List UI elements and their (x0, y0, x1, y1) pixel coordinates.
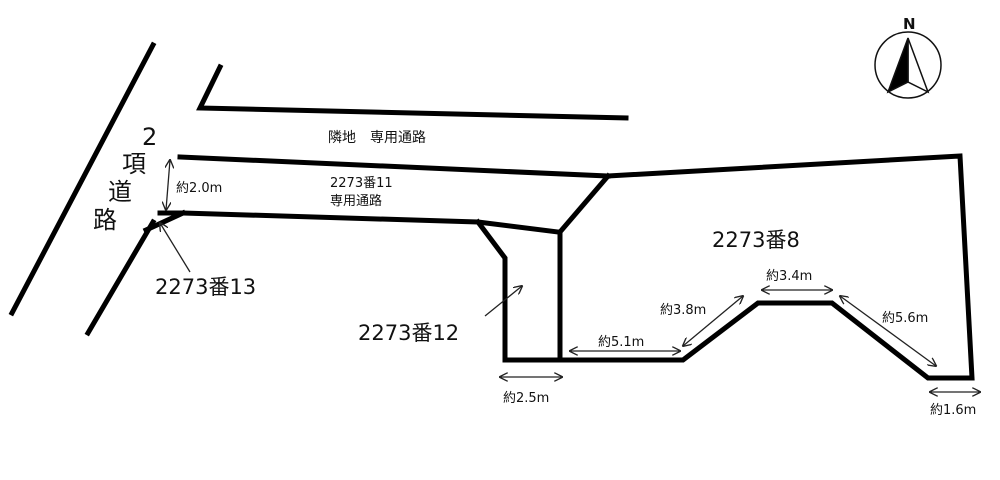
adjacent-path-label: 隣地 専用通路 (328, 130, 426, 146)
lot-12-pointer-arrow (484, 286, 522, 317)
adjacent-path-boundary (196, 63, 629, 121)
dim-1-6-label: 約1.6m (930, 403, 976, 418)
lot-13-pointer-arrow (160, 223, 191, 273)
road-edge-right (84, 218, 157, 337)
north-label: N (903, 15, 916, 33)
lot-8-label: 2273番8 (712, 228, 800, 252)
dim-2-0-arrow (166, 160, 170, 210)
road-edge-left (8, 41, 157, 317)
dim-3-8-label: 約3.8m (660, 303, 706, 318)
north-compass-icon: N (874, 15, 942, 99)
lot-12-label: 2273番12 (358, 321, 459, 345)
road-label-2: 項 (122, 150, 146, 178)
road-label-4: 路 (93, 206, 117, 234)
lot-11-upper-boundary (177, 154, 611, 179)
lot-11-label-line2: 専用通路 (330, 193, 382, 209)
lot-8-diagonal-boundary (556, 172, 612, 236)
dim-5-6-label: 約5.6m (882, 311, 928, 326)
dim-5-1-label: 約5.1m (598, 335, 644, 350)
lot-11-lower-boundary (157, 210, 561, 235)
lot-11-label-line1: 2273番11 (330, 176, 393, 191)
road-label-3: 道 (108, 178, 132, 206)
dim-5-6-arrow (840, 296, 936, 366)
road-label-1: 2 (142, 123, 157, 151)
lot-12-boundary (474, 218, 563, 363)
dim-2-5-label: 約2.5m (503, 391, 549, 406)
dim-2-0-label: 約2.0m (176, 181, 222, 196)
dim-3-8-arrow (683, 296, 743, 346)
dim-3-4-label: 約3.4m (766, 269, 812, 284)
lot-13-label: 2273番13 (155, 275, 256, 299)
